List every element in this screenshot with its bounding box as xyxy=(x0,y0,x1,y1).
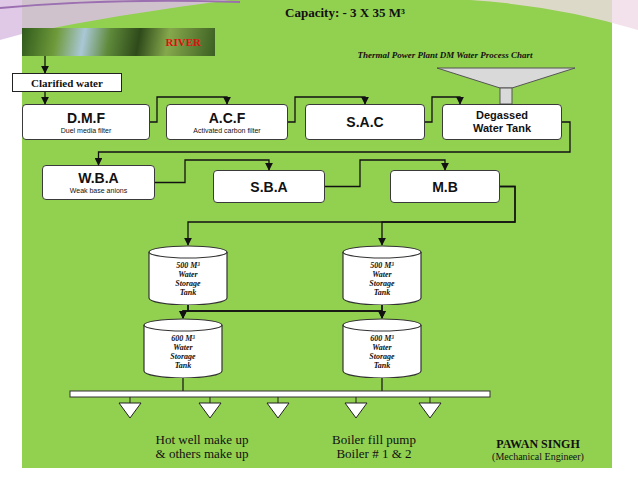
author-title: (Mechanical Engineer) xyxy=(478,451,598,462)
flow-arrow xyxy=(183,305,382,318)
funnel-neck xyxy=(500,88,512,104)
process-box: M.B xyxy=(390,170,500,203)
process-box: Degassed Water Tank xyxy=(442,104,562,140)
node-title: 600 M³ Water Storage Tank xyxy=(363,334,401,370)
storage-tank: 500 M³ Water Storage Tank xyxy=(148,245,228,305)
process-box: D.M.FDuel media filter xyxy=(22,104,150,140)
outlet-label: Boiler fill pump Boiler # 1 & 2 xyxy=(322,433,426,461)
tank-text: 500 M³ Water Storage Tank xyxy=(169,253,207,297)
river-image: RIVER xyxy=(22,28,215,56)
slide-swoosh xyxy=(470,0,638,30)
node-title: W.B.A xyxy=(78,170,118,186)
node-title: Degassed Water Tank xyxy=(462,109,542,135)
node-title: RIVER xyxy=(166,36,201,48)
process-box: A.C.FActivated carbon filter xyxy=(166,104,288,140)
storage-tank: 600 M³ Water Storage Tank xyxy=(342,318,422,378)
node-title: S.A.C xyxy=(346,114,383,130)
node-title: 500 M³ Water Storage Tank xyxy=(169,261,207,297)
outlet-pipe xyxy=(381,378,382,391)
flow-arrow xyxy=(381,305,382,318)
flow-arrow xyxy=(188,305,382,318)
flow-arrow xyxy=(44,56,45,73)
node-subtitle: Weak base anions xyxy=(70,186,127,195)
slide-swoosh xyxy=(0,1,240,8)
author-name: PAWAN SINGH xyxy=(478,437,598,452)
flow-arrow xyxy=(44,92,45,104)
outlet-triangles xyxy=(119,397,441,418)
slide-panel xyxy=(22,0,612,468)
node-subtitle: Duel media filter xyxy=(61,126,112,135)
storage-tank: 600 M³ Water Storage Tank xyxy=(143,318,223,378)
node-title: Clarified water xyxy=(31,77,103,89)
storage-tank: 500 M³ Water Storage Tank xyxy=(342,245,422,305)
outlet-pipe xyxy=(182,378,183,391)
node-title: A.C.F xyxy=(209,110,246,126)
node-title: S.B.A xyxy=(250,179,287,195)
distribution-header xyxy=(70,391,490,397)
tank-text: 600 M³ Water Storage Tank xyxy=(363,326,401,370)
node-subtitle: Activated carbon filter xyxy=(193,126,260,135)
node-title: M.B xyxy=(432,179,458,195)
chart-subtitle: Thermal Power Plant DM Water Process Cha… xyxy=(300,50,590,60)
tank-text: 600 M³ Water Storage Tank xyxy=(164,326,202,370)
tank-text: 500 M³ Water Storage Tank xyxy=(363,253,401,297)
outlet-label: Hot well make up & others make up xyxy=(150,433,254,461)
node-title: 500 M³ Water Storage Tank xyxy=(363,261,401,297)
degasser-funnel xyxy=(437,68,575,88)
process-box: S.B.A xyxy=(213,170,325,203)
flow-arrow xyxy=(183,305,188,318)
chart-title: Capacity: - 3 X 35 M³ xyxy=(220,5,470,21)
process-box: S.A.C xyxy=(305,104,425,140)
source-box: Clarified water xyxy=(12,73,122,92)
node-title: 600 M³ Water Storage Tank xyxy=(164,334,202,370)
process-box: W.B.AWeak base anions xyxy=(42,165,155,200)
node-title: D.M.F xyxy=(67,110,105,126)
